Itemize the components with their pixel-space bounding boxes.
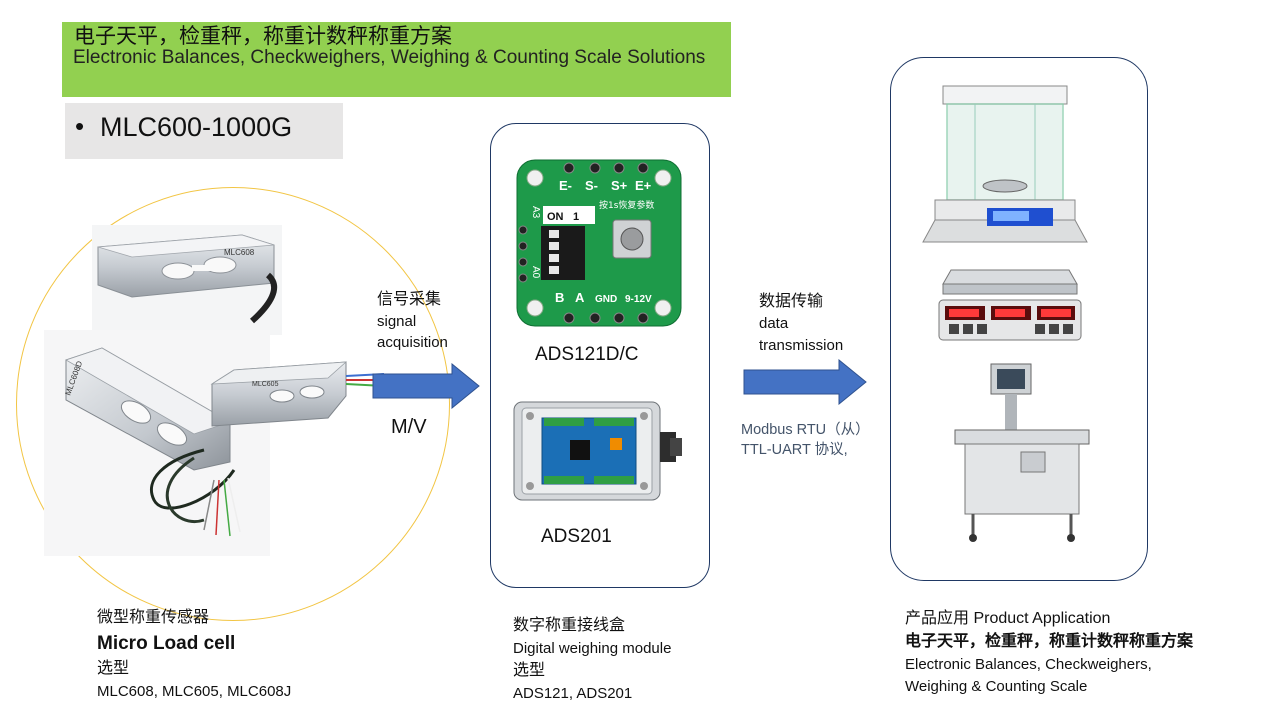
load-cell-photo-mlc608d: MLC608D [44,330,270,556]
load-cell-circle [16,187,450,621]
ads121-side-a3: A3 [530,206,541,219]
caption-middle-title: Digital weighing module [513,640,672,657]
ads201-name: ADS201 [541,526,612,547]
ads121-switch-label: ON [547,211,564,223]
counting-scale-image [938,269,1082,341]
load-cell-photo-mlc605: MLC605 [208,356,388,438]
product-box [890,57,1148,581]
arrow1-unit-label: M/V [391,416,427,438]
ads121-pin-e-minus: E- [559,178,572,193]
ads121-pin-gnd: GND [595,294,617,305]
title-english: Electronic Balances, Checkweighers, Weig… [73,47,706,68]
arrow2-label-en-1: data [759,315,789,332]
product-checkweigher [925,360,1115,551]
arrow1-label-en-2: acquisition [377,334,448,351]
model-name: MLC600-1000G [100,112,293,142]
caption-middle-models: ADS121, ADS201 [513,685,633,702]
ads121-pin-power: 9-12V [625,294,652,305]
mlc608-marking: MLC608 [224,248,255,257]
ads121-pin-a: A [575,290,585,305]
protocol-line-1: Modbus RTU（从） [741,422,870,438]
product-analytical-balance [915,80,1095,257]
caption-left-cn: 微型称重传感器 [97,609,210,626]
ads121-board: E- S- S+ E+ ON 1 按1s恢复参数 A3 A0 B A GND 9… [515,158,683,333]
arrow1-label-en-1: signal [377,313,417,330]
title-chinese: 电子天平，检重秤，称重计数秤称重方案 [74,25,452,48]
caption-left-models: MLC608, MLC605, MLC608J [97,683,292,700]
bullet-icon: • [75,111,85,141]
ads121-pin-s-minus: S- [585,178,598,193]
checkweigher-image [925,360,1115,546]
protocol-line-2: TTL-UART 协议, [741,442,848,458]
ads121-switch-number: 1 [573,211,579,223]
caption-right-en-1: Electronic Balances, Checkweighers, [905,656,1152,673]
ads121-name: ADS121D/C [535,344,639,365]
analytical-balance-image [915,80,1095,252]
arrow-right-icon [372,363,480,409]
module-box [490,123,710,588]
arrow1-label-cn: 信号采集 [377,291,442,308]
caption-middle-selection: 选型 [513,662,546,679]
arrow-right-icon [743,359,867,405]
caption-right-title: 产品应用 Product Application [905,610,1111,627]
mlc605-marking: MLC605 [252,381,279,388]
ads121-board-image: E- S- S+ E+ ON 1 按1s恢复参数 A3 A0 B A GND 9… [516,159,682,327]
caption-middle-cn: 数字称重接线盒 [513,617,626,634]
ads121-pin-s-plus: S+ [611,178,628,193]
ads201-box [510,396,686,511]
ads121-button-label: 按1s恢复参数 [599,199,654,211]
caption-right-cn: 电子天平，检重秤，称重计数秤称重方案 [905,633,1194,650]
data-arrow [743,359,869,405]
model-box: • MLC600-1000G [65,103,343,159]
ads201-box-image [513,401,682,501]
caption-left-title: Micro Load cell [97,633,236,654]
arrow2-label-en-2: transmission [759,337,844,354]
ads121-side-a0: A0 [530,266,541,279]
load-cell-mlc605-image: MLC605 [210,361,385,427]
title-banner: 电子天平，检重秤，称重计数秤称重方案 Electronic Balances, … [62,22,731,97]
load-cell-photo-mlc608: MLC608 [92,225,282,335]
load-cell-mlc608-image: MLC608 [97,234,278,324]
product-counting-scale [935,266,1085,353]
ads121-pin-e-plus: E+ [635,178,652,193]
arrow2-label-cn: 数据传输 [759,293,824,310]
load-cell-mlc608d-image: MLC608D [63,347,241,537]
ads121-pin-b: B [555,290,564,305]
caption-left-selection: 选型 [97,660,130,677]
caption-right-en-2: Weighing & Counting Scale [905,678,1088,695]
signal-arrow [372,363,482,409]
